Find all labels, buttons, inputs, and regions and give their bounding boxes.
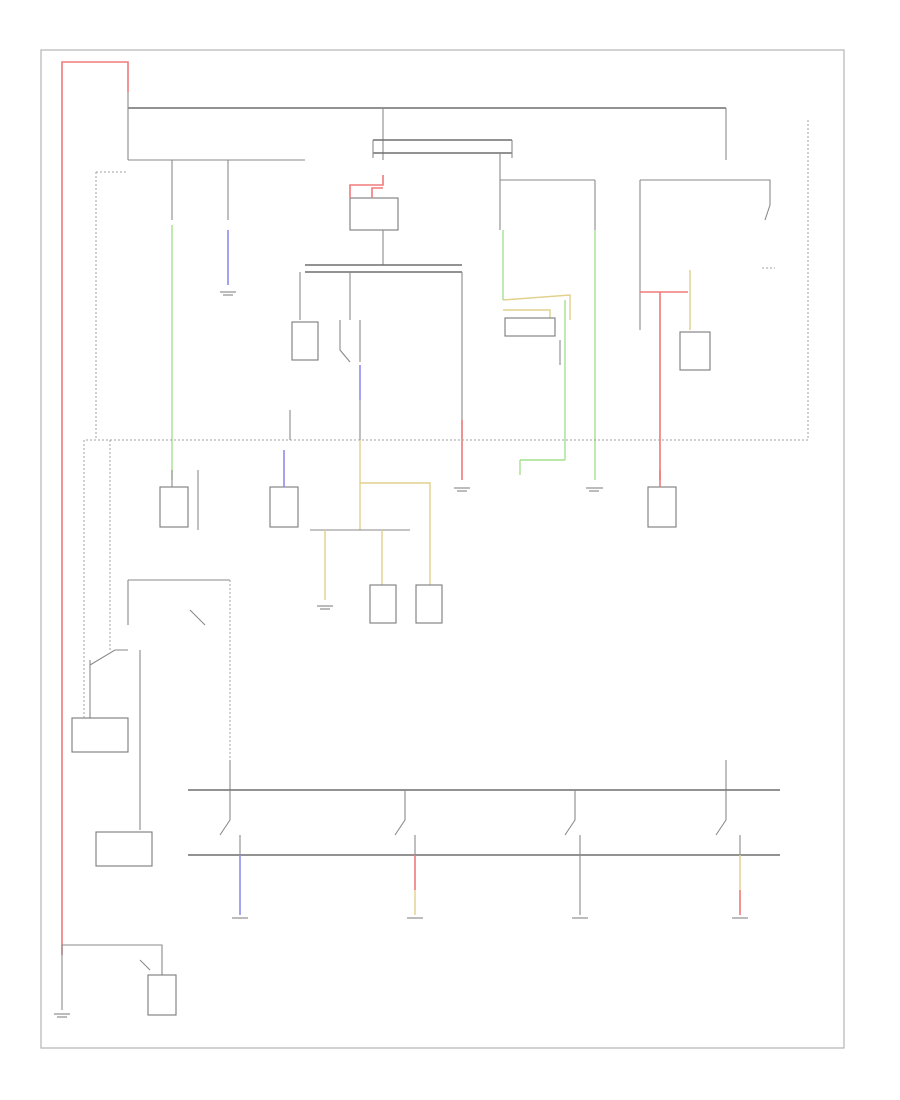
horn-relay xyxy=(499,180,571,475)
top-bus xyxy=(127,92,727,181)
yellow-distribution xyxy=(310,440,443,624)
door-switch-section xyxy=(188,760,780,856)
panel-boundary xyxy=(84,120,809,441)
battery-feed-wire xyxy=(61,61,129,955)
diagram-frame xyxy=(40,49,845,1049)
fuel-pump-relay-section xyxy=(639,179,775,480)
blower-relay xyxy=(291,320,361,363)
ground-symbol-1 xyxy=(220,291,236,296)
bottom-drops xyxy=(232,855,748,919)
battery-starter xyxy=(54,944,177,1018)
main-relay xyxy=(349,175,399,231)
cooling-fan-wire xyxy=(586,180,603,492)
middle-bus xyxy=(299,230,463,440)
left-fuse-bus xyxy=(95,159,305,440)
ground-symbol-2 xyxy=(454,487,470,492)
alternator-section xyxy=(71,440,231,867)
lower-components xyxy=(159,450,677,530)
